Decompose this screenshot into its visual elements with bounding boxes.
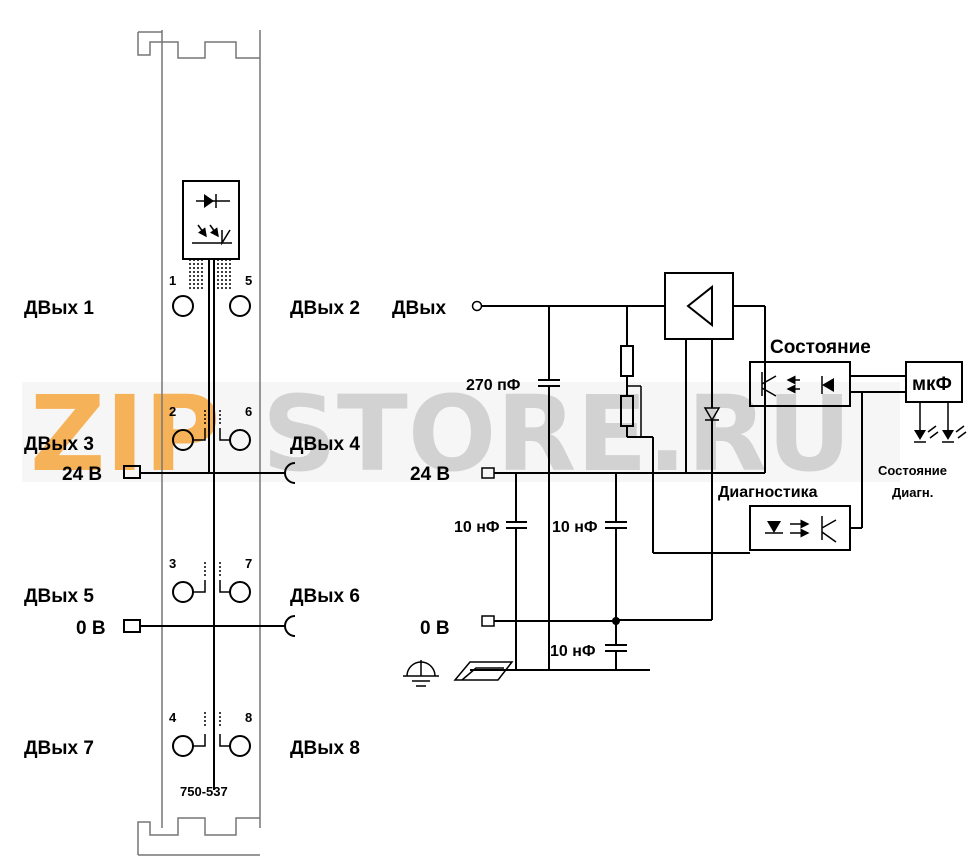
terminal-5 [229,295,251,317]
diag-optocoupler-icon [749,505,851,551]
label-dout6: ДВых 6 [290,586,360,607]
label-cap-10nf-c: 10 нФ [550,643,596,660]
terminal-7 [229,581,251,603]
label-0v-right: 0 В [420,618,450,639]
pin-6-label: 6 [245,404,252,419]
label-dout4: ДВых 4 [290,434,360,455]
label-diagnostics: Диагностика [718,484,818,501]
part-number: 750-537 [180,784,228,799]
terminal-3 [172,581,194,603]
driver-amplifier-icon [664,272,734,340]
watermark-zip: ZIP [30,373,220,495]
label-dout8: ДВых 8 [290,738,360,759]
supply-0v-circuit-terminal [481,615,495,627]
label-cap-10nf-a: 10 нФ [454,519,500,536]
watermark: ZIP STORE.RU [22,373,900,495]
status-optocoupler-icon [749,361,851,407]
terminal-8 [229,735,251,757]
dout-terminal [471,300,483,312]
mcu-box [905,361,963,403]
label-mcu: мкФ [912,374,952,395]
label-dout3: ДВых 3 [24,434,94,455]
jumper-contact-24v [284,462,296,484]
pin-7-label: 7 [245,556,252,571]
label-24v-right: 24 В [410,464,450,485]
label-led-diag: Диагн. [892,485,933,500]
ground-icon [403,660,439,687]
pin-5-label: 5 [245,273,252,288]
label-0v-left: 0 В [76,618,106,639]
label-dout1: ДВых 1 [24,298,94,319]
label-24v-left: 24 В [62,464,102,485]
resistor-1 [620,345,634,377]
label-dout7: ДВых 7 [24,738,94,759]
terminal-1 [172,295,194,317]
pin-1-label: 1 [169,273,176,288]
supply-0v-terminal [123,619,141,633]
label-dout2: ДВых 2 [290,298,360,319]
module-terminal: 1 5 2 6 3 7 4 8 750-53 [123,30,296,856]
pin-3-label: 3 [169,556,176,571]
label-dout5: ДВых 5 [24,586,94,607]
din-rail-icon [453,661,514,681]
label-dout: ДВых [392,298,446,319]
jumper-contact-0v [284,615,296,637]
optocoupler-icon [182,180,240,290]
watermark-store: STORE.RU [262,373,851,495]
pin-2-label: 2 [169,404,176,419]
label-status: Состояние [770,337,871,358]
circuit-schematic: ДВых 270 пФ [392,272,967,687]
led-status-icon [914,425,939,443]
pin-4-label: 4 [169,710,177,725]
terminal-4 [172,735,194,757]
label-cap-10nf-b: 10 нФ [552,519,598,536]
led-diag-icon [942,425,967,443]
junction-dot [612,617,620,625]
label-cap-270pf: 270 пФ [466,377,521,394]
pin-8-label: 8 [245,710,252,725]
label-led-status: Состояние [878,463,947,478]
